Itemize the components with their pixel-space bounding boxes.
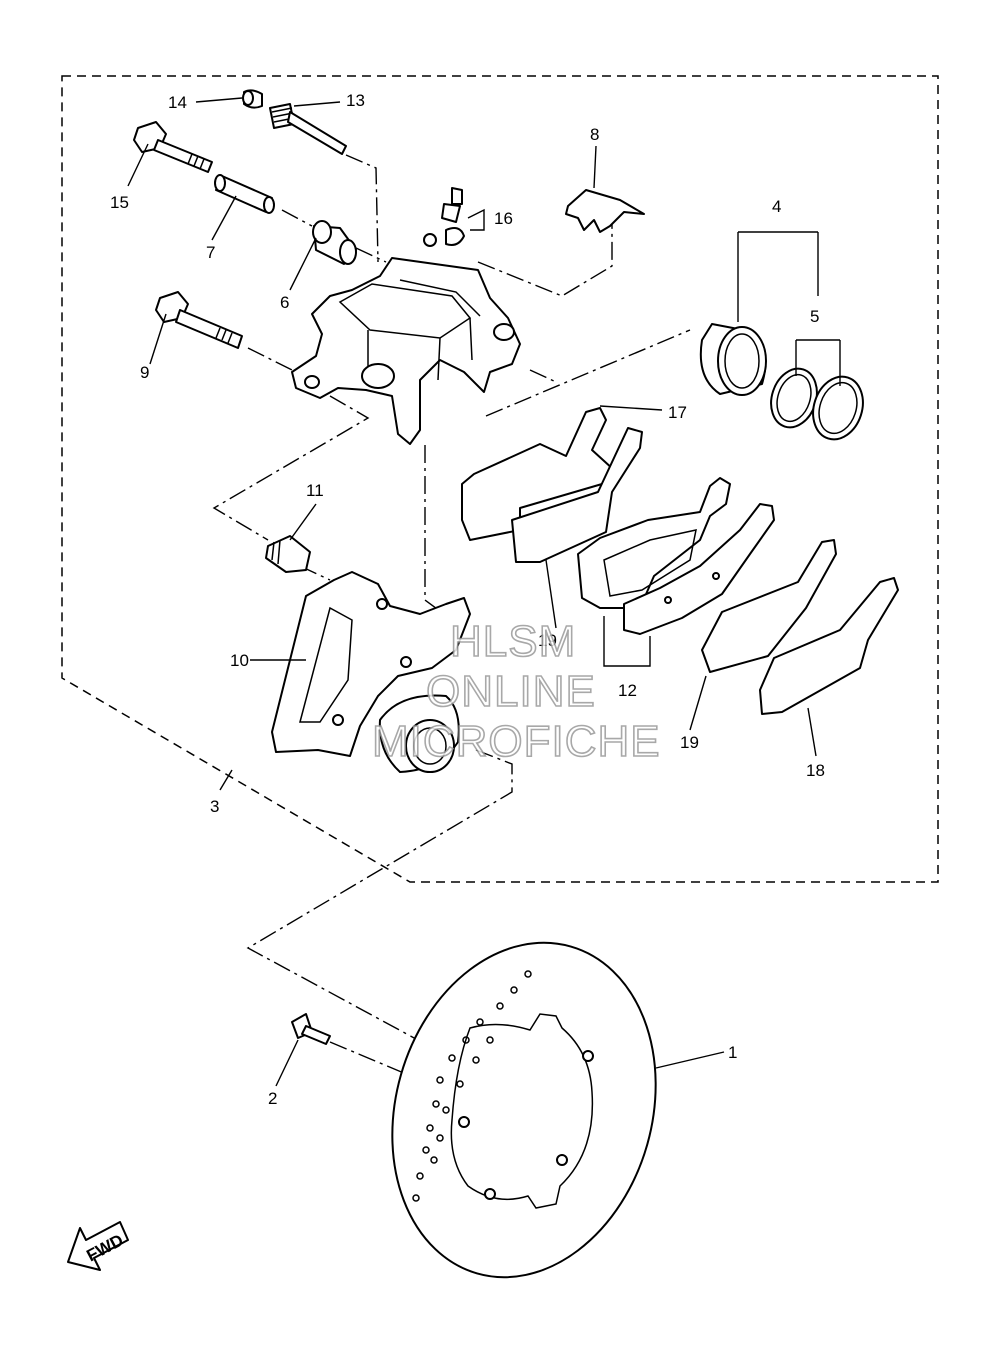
callout-13: 13	[346, 91, 365, 110]
part-5-seal-inner	[812, 375, 864, 441]
watermark: HLSM ONLINE MICROFICHE	[371, 616, 661, 767]
callout-7: 7	[206, 243, 215, 262]
part-16-bleed-valve	[423, 187, 465, 247]
fwd-direction-arrow: FWD	[67, 1221, 129, 1271]
part-19-pad-left	[511, 427, 643, 563]
callout-2: 2	[268, 1089, 277, 1108]
part-12-pad-assembly-b	[623, 503, 775, 635]
callout-11: 11	[306, 481, 324, 500]
part-2-bolt	[291, 1013, 331, 1045]
watermark-line-1: HLSM	[450, 617, 576, 666]
callout-10: 10	[230, 651, 249, 670]
part-13-pin	[269, 103, 347, 155]
callout-4: 4	[772, 197, 781, 216]
part-15-bolt	[133, 121, 213, 173]
callout-3: 3	[210, 797, 219, 816]
callout-19-left: 19	[538, 631, 557, 650]
caliper-body	[291, 257, 521, 445]
callout-1: 1	[728, 1043, 737, 1062]
part-19-pad-right	[701, 539, 837, 673]
watermark-line-3: MICROFICHE	[372, 717, 661, 766]
callout-18: 18	[806, 761, 825, 780]
part-6-bushing	[312, 220, 357, 265]
part-14-cap	[242, 89, 263, 109]
callout-8: 8	[590, 125, 599, 144]
watermark-line-2: ONLINE	[426, 667, 596, 716]
callout-leader-lines	[127, 97, 841, 1087]
callout-12: 12	[618, 681, 637, 700]
part-7-pin	[214, 174, 275, 214]
part-17-shim	[461, 407, 615, 541]
part-11-boot	[265, 535, 311, 573]
callout-16: 16	[494, 209, 513, 228]
callout-17: 17	[668, 403, 687, 422]
part-8-clip	[565, 189, 645, 233]
part-10-bracket	[271, 571, 471, 773]
callout-14: 14	[168, 93, 187, 112]
part-1-brake-disc	[391, 941, 657, 1279]
callout-9: 9	[140, 363, 149, 382]
callout-15: 15	[110, 193, 129, 212]
callout-19-right: 19	[680, 733, 699, 752]
callout-6: 6	[280, 293, 289, 312]
part-9-bolt	[155, 291, 243, 349]
part-4-piston	[699, 323, 767, 396]
callout-5: 5	[810, 307, 819, 326]
part-18-shim	[759, 577, 899, 715]
callout-labels: 1 2 3 4 5 6 7 8 9 10 11 12 13 14 15 16 1…	[110, 91, 825, 1108]
part-12-pad-assembly-a	[577, 477, 731, 609]
